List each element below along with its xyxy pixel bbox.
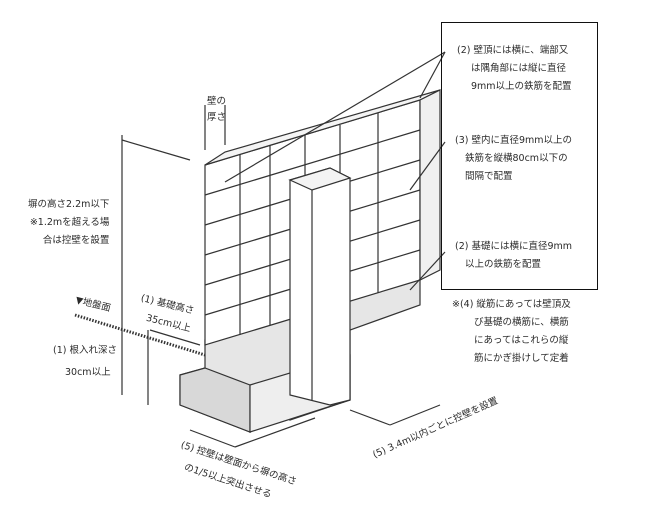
wall-height-label: 塀の高さ2.2m以下 ※1.2mを超える場 合は控壁を設置	[28, 196, 109, 250]
label-line: は隅角部には縦に直径	[471, 63, 567, 74]
label-line: 壁の	[207, 96, 227, 107]
label-line: ※(4) 縦筋にあっては壁頂及	[452, 299, 571, 310]
label-line: 筋にかぎ掛けして定着	[474, 353, 569, 364]
label-line: 9mm以上の鉄筋を配置	[471, 81, 572, 92]
label-line: (2) 基礎には横に直径9mm	[455, 241, 573, 252]
foundation-rebar-note: (2) 基礎には横に直径9mm 以上の鉄筋を配置	[455, 238, 572, 274]
label-line: (2) 壁頂には横に、端部又	[457, 45, 569, 56]
label-line: 間隔で配置	[465, 171, 513, 182]
label-line: 塀の高さ2.2m以下	[28, 199, 110, 210]
label-line: (3) 壁内に直径9mm以上の	[455, 135, 573, 146]
buttress	[289, 167, 351, 406]
top-rebar-note: (2) 壁頂には横に、端部又 は隅角部には縦に直径 9mm以上の鉄筋を配置	[457, 42, 572, 96]
label-line: ※1.2mを超える場	[29, 217, 110, 228]
wall-rebar-note: (3) 壁内に直径9mm以上の 鉄筋を縦横80cm以下の 間隔で配置	[455, 132, 572, 186]
label-line: 合は控壁を設置	[42, 235, 110, 246]
label-line: にあってはこれらの縦	[474, 335, 569, 346]
wall-thickness-label: 壁の 厚さ	[207, 94, 226, 126]
rebar-notes-box	[441, 22, 598, 290]
label-line: 厚さ	[207, 112, 227, 123]
anchorage-note: ※(4) 縦筋にあっては壁頂及 び基礎の横筋に、横筋 にあってはこれらの縦 筋に…	[452, 296, 571, 368]
label-line: 鉄筋を縦横80cm以下の	[465, 153, 568, 164]
embedment-depth-label: (1) 根入れ深さ 30cm以上	[53, 340, 117, 384]
label-line: 以上の鉄筋を配置	[465, 259, 542, 270]
label-line: (1) 根入れ深さ	[53, 345, 117, 356]
label-line: 30cm以上	[65, 367, 111, 378]
label-line: び基礎の横筋に、横筋	[474, 317, 569, 328]
